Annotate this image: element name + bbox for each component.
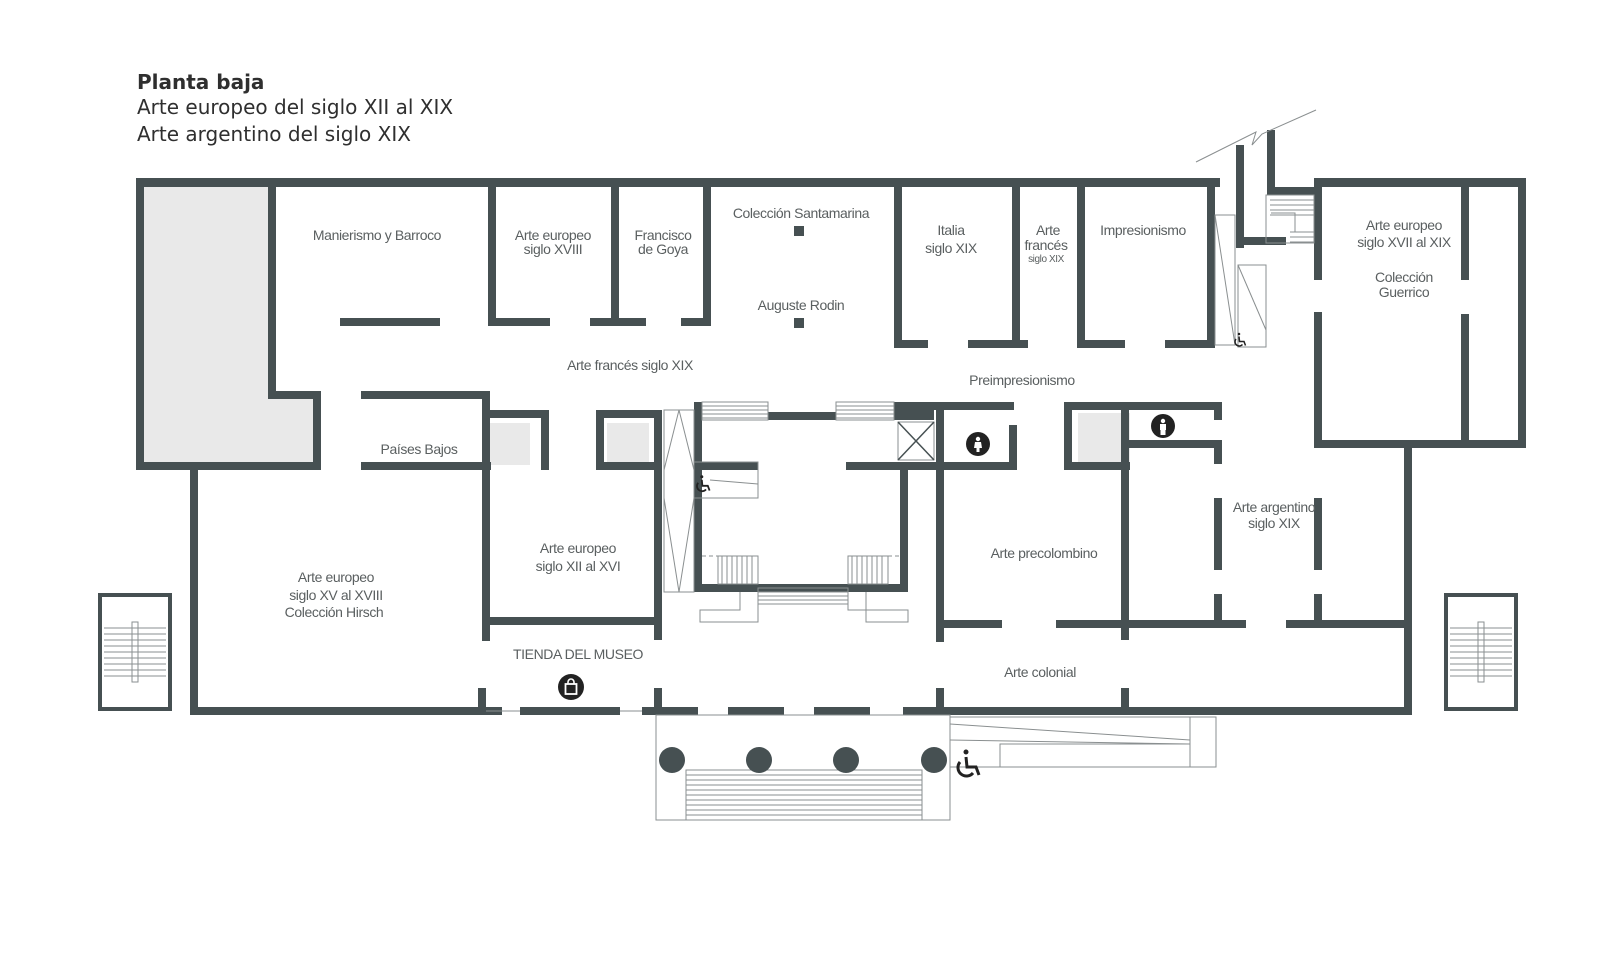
room-label: siglo XVIII bbox=[524, 241, 583, 257]
room-label: Auguste Rodin bbox=[758, 297, 845, 313]
room-label: de Goya bbox=[638, 241, 689, 257]
room-label: Colección bbox=[1375, 269, 1433, 285]
stair-tower-left bbox=[98, 593, 172, 711]
floor-subtitle-1: Arte europeo del siglo XII al XIX bbox=[137, 95, 454, 119]
stair-tower-right bbox=[1444, 593, 1518, 711]
room-label: Países Bajos bbox=[381, 441, 458, 457]
room-label: TIENDA DEL MUSEO bbox=[513, 646, 644, 662]
room-label: siglo XIX bbox=[1028, 254, 1065, 265]
wheelchair-icon bbox=[696, 475, 711, 493]
room-label: Arte precolombino bbox=[991, 545, 1098, 561]
room-label: francés bbox=[1024, 237, 1068, 253]
shopping-bag-icon bbox=[558, 674, 584, 700]
room-label: siglo XIX bbox=[1248, 515, 1301, 531]
room-label: siglo XV al XVIII bbox=[289, 587, 383, 603]
room-label: Guerrico bbox=[1379, 284, 1430, 300]
room-labels: Manierismo y Barroco Arte europeo siglo … bbox=[285, 205, 1453, 680]
room-label: Arte colonial bbox=[1004, 664, 1076, 680]
room-label: Francisco bbox=[634, 227, 692, 243]
room-label: Colección Santamarina bbox=[733, 205, 870, 221]
room-label: Arte bbox=[1036, 222, 1061, 238]
restroom-women-icon bbox=[966, 432, 990, 456]
floor-title: Planta baja bbox=[137, 70, 265, 94]
room-label: Arte europeo bbox=[1366, 217, 1443, 233]
room-label: Arte francés siglo XIX bbox=[567, 357, 694, 373]
room-label: Italia bbox=[937, 222, 965, 238]
room-label: Colección Hirsch bbox=[285, 604, 384, 620]
wheelchair-icon bbox=[1234, 332, 1247, 347]
room-label: Arte europeo bbox=[298, 569, 375, 585]
room-label: Impresionismo bbox=[1100, 222, 1186, 238]
restroom-men-icon bbox=[1151, 414, 1175, 438]
walls bbox=[136, 130, 1526, 715]
room-label: Preimpresionismo bbox=[969, 372, 1075, 388]
room-label: Arte europeo bbox=[515, 227, 592, 243]
exterior-stair bbox=[1195, 109, 1317, 348]
room-label: siglo XIX bbox=[925, 240, 978, 256]
room-label: Arte europeo bbox=[540, 540, 617, 556]
room-label: siglo XVII al XIX bbox=[1357, 234, 1452, 250]
wheelchair-icon bbox=[956, 749, 981, 778]
map-header: Planta baja Arte europeo del siglo XII a… bbox=[137, 70, 453, 148]
entrance bbox=[655, 714, 1217, 821]
floor-subtitle-2: Arte argentino del siglo XIX bbox=[137, 122, 411, 146]
room-label: siglo XII al XVI bbox=[536, 558, 621, 574]
central-stairs bbox=[486, 401, 935, 712]
room-label: Manierismo y Barroco bbox=[313, 227, 442, 243]
room-label: Arte argentino bbox=[1233, 499, 1316, 515]
